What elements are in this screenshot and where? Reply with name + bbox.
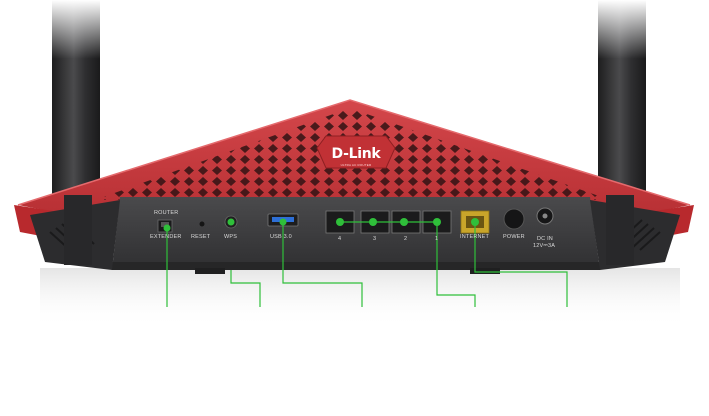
lan-label-1: 1 [435,236,439,242]
power-label: POWER [503,234,525,240]
dlink-logo-plate [316,135,396,169]
callout-lines [166,221,568,307]
switch-label-router: ROUTER [154,210,179,216]
usb-label: USB 3.0 [270,234,292,240]
wps-label: WPS [224,234,238,240]
lan-label-4: 4 [338,236,342,242]
internet-label: INTERNET [460,234,490,240]
lan-label-3: 3 [373,236,377,242]
switch-label-extender: EXTENDER [150,234,182,240]
dlink-logo-tagline: ULTRA AC ROUTER [340,163,372,167]
lan-label-2: 2 [404,236,408,242]
rear-panel [30,197,680,274]
antenna-right-base [606,195,634,265]
floor-reflection [40,268,680,328]
dc-in-label: DC IN [537,236,553,242]
reset-label: RESET [191,234,211,240]
dc-rating-label: 12V⎓3A [533,243,556,249]
power-button[interactable] [503,208,525,230]
antenna-left-base [64,195,92,265]
callout-dots [163,218,479,232]
dc-in-jack[interactable] [536,207,554,225]
dlink-logo-text: D-Link [331,146,381,162]
reset-pinhole[interactable] [199,221,205,227]
